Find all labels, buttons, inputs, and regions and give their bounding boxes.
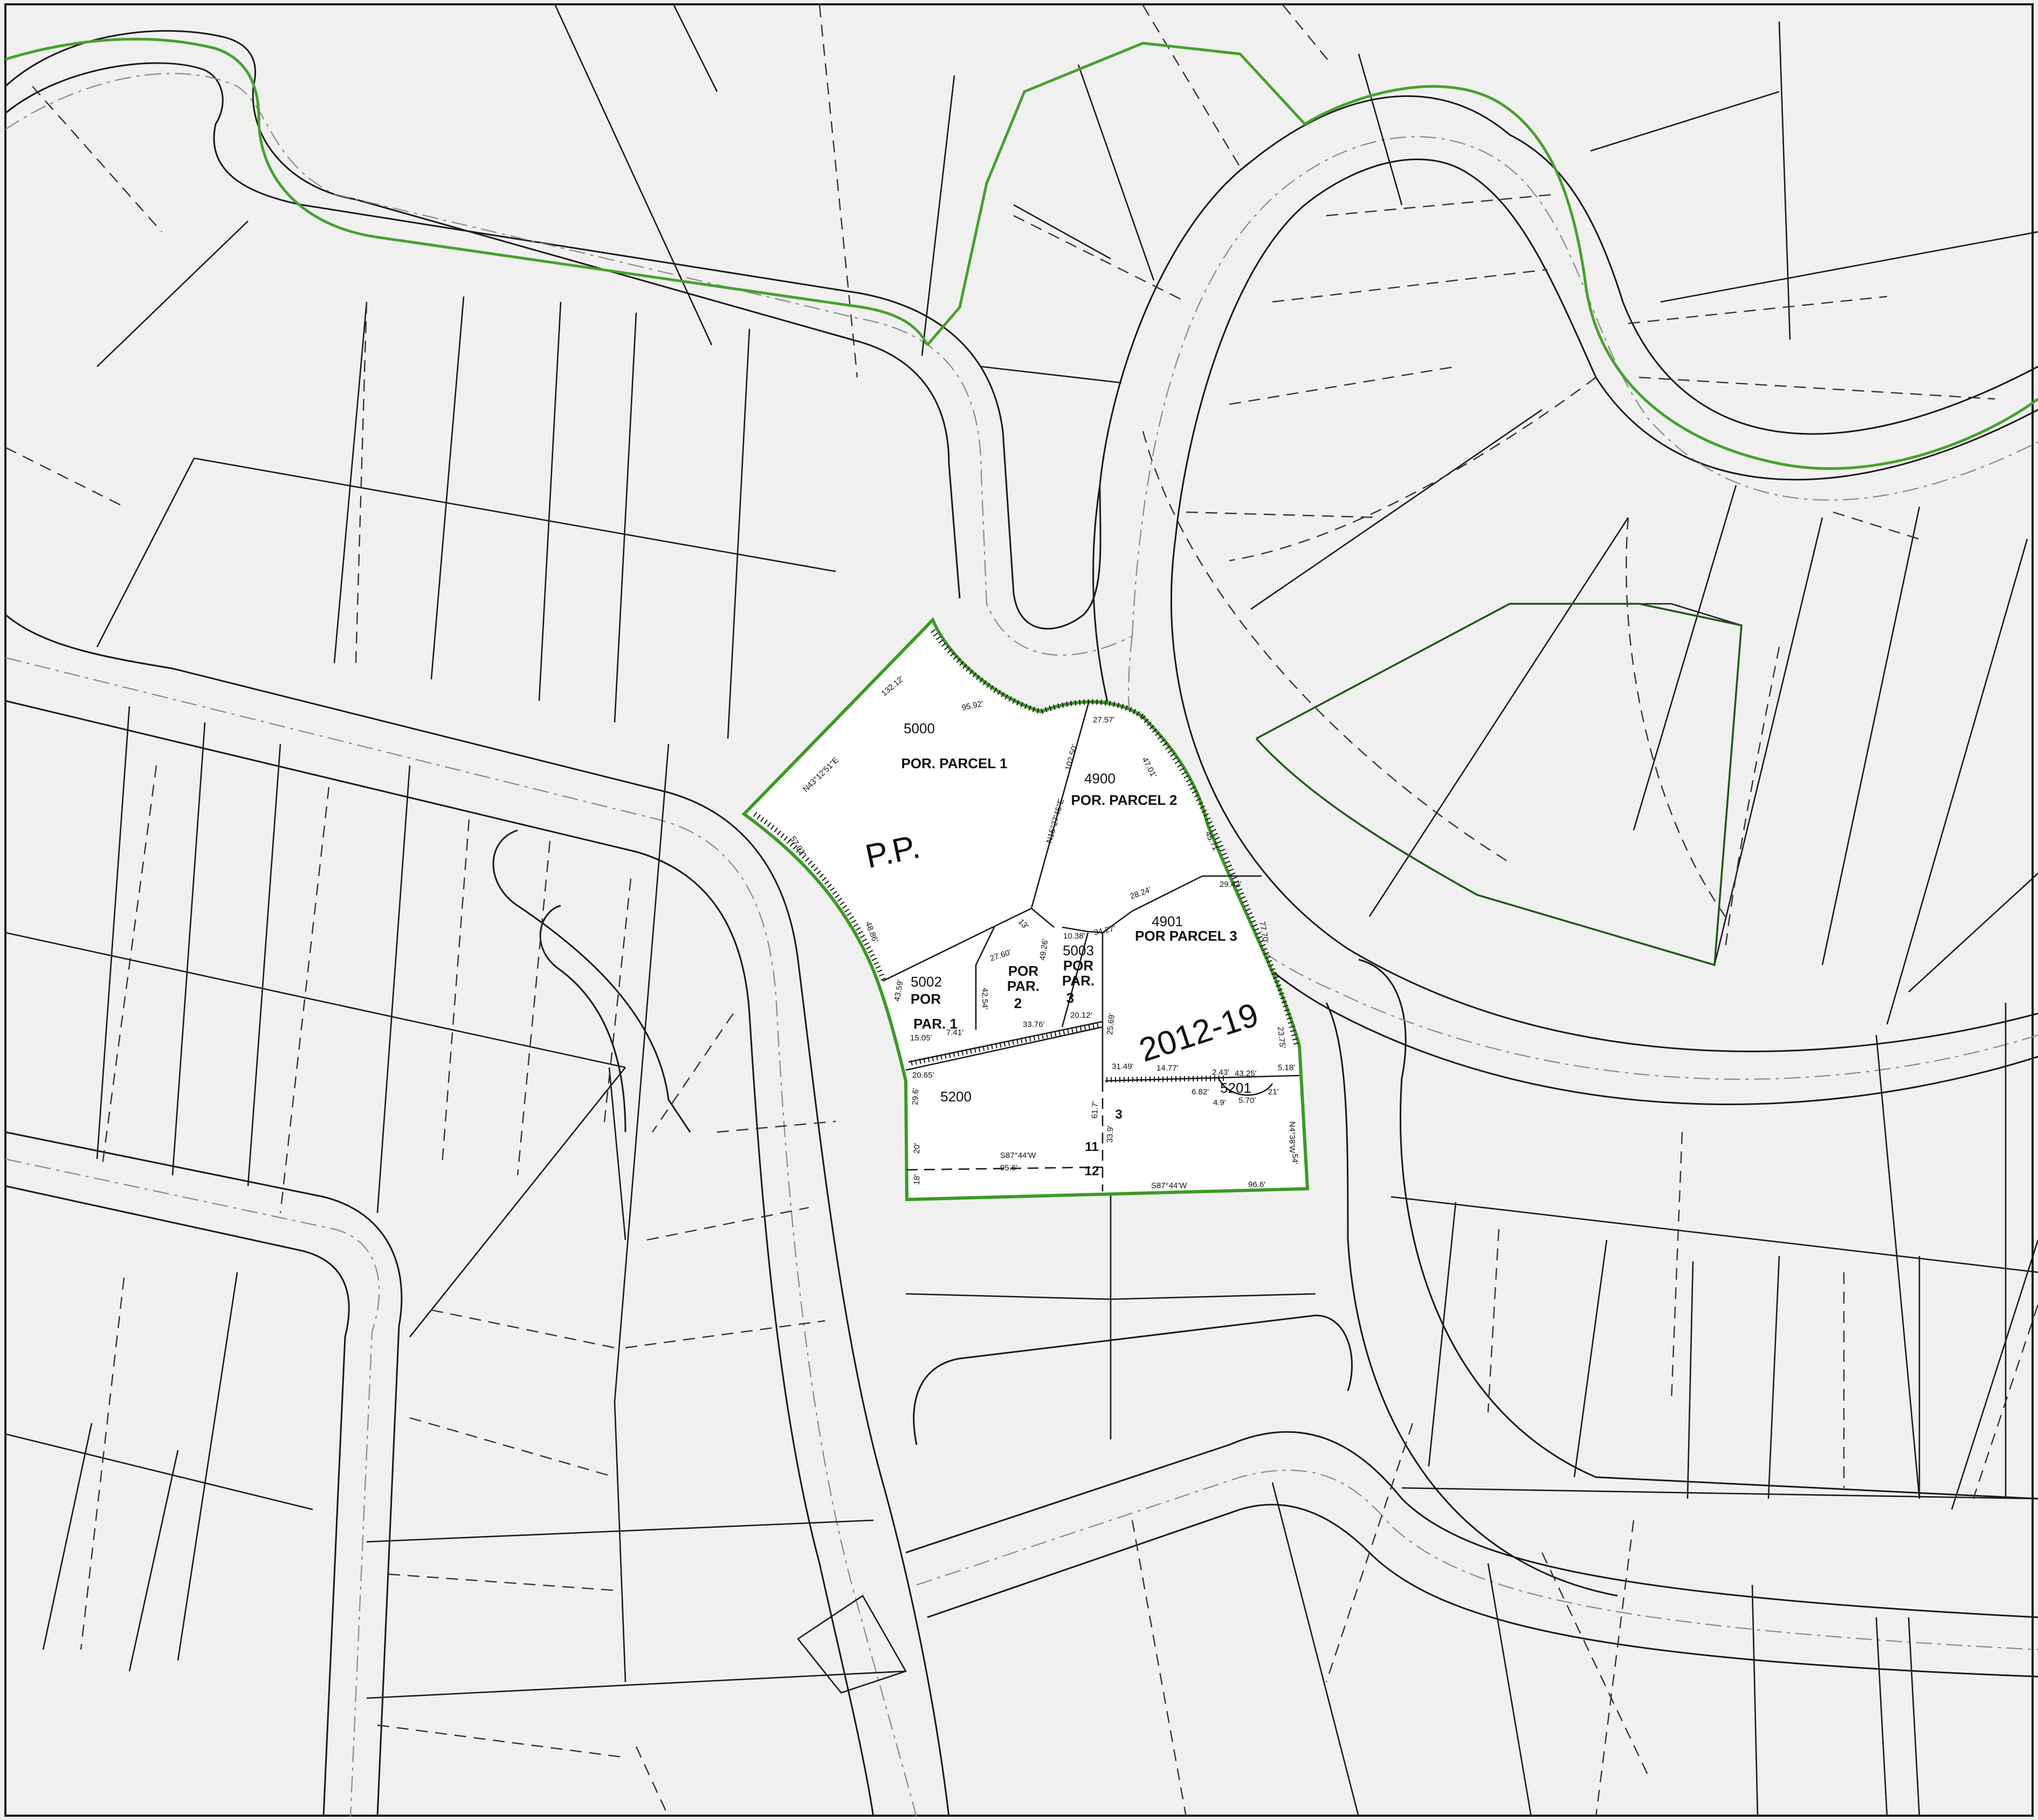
- parcel-number-4900: 4900: [1084, 770, 1116, 787]
- dim-label: 61.7': [1090, 1101, 1100, 1119]
- street-centerlines: [5, 73, 2038, 1817]
- lot-lines: [5, 5, 2038, 1817]
- dim-label: 21': [1268, 1087, 1279, 1097]
- dim-label: N4°38'W: [1287, 1121, 1297, 1154]
- dim-label: 20.12': [1070, 1011, 1092, 1020]
- parcel-desc-5002-b: PAR. 1: [913, 1016, 958, 1032]
- dim-label: 33.9': [1105, 1125, 1115, 1143]
- dim-label: S87°44'W: [1000, 1151, 1036, 1160]
- dim-label: 29.42': [1220, 880, 1242, 889]
- parcel-desc-4901: POR PARCEL 3: [1135, 928, 1237, 944]
- parcel-number-5002: 5002: [911, 974, 942, 990]
- dim-label: 43.59': [892, 979, 905, 1002]
- dim-label: 10.38': [1063, 932, 1085, 941]
- dashed-lot-lines: [5, 5, 2038, 1817]
- dim-label: 29.6': [911, 1087, 920, 1105]
- por-par-2-b: PAR.: [1007, 978, 1039, 994]
- dim-label: 27.57': [1093, 715, 1115, 725]
- dim-label: 5.70': [1238, 1096, 1256, 1105]
- dim-label: S87°44'W: [1151, 1181, 1187, 1190]
- parcel-number-5201: 5201: [1220, 1080, 1251, 1096]
- dim-label: 77.70': [1257, 921, 1270, 944]
- lot-number-3: 3: [1115, 1107, 1122, 1122]
- dim-label: 33.76': [1023, 1020, 1045, 1029]
- dim-label: 96.6': [1248, 1180, 1265, 1189]
- dim-label: 7.41': [946, 1028, 963, 1037]
- parcel-number-5003: 5003: [1063, 942, 1094, 959]
- green-boundary: [5, 38, 2038, 967]
- dim-label: 4.9': [1213, 1098, 1226, 1107]
- dim-label: 25.69': [1105, 1012, 1117, 1035]
- por-par-2-c: 2: [1014, 995, 1022, 1011]
- dim-label: 23.75': [1276, 1026, 1287, 1049]
- por-par-2-a: POR: [1008, 963, 1039, 979]
- lot-number-12: 12: [1085, 1164, 1099, 1178]
- parcel-number-5000: 5000: [904, 720, 935, 736]
- dim-label: 49.26': [1038, 938, 1050, 961]
- parcel-labels: 5000 POR. PARCEL 1 P.P. 4900 POR. PARCEL…: [862, 720, 1263, 1178]
- lot-number-11: 11: [1085, 1140, 1098, 1154]
- por-par-3-c: 3: [1066, 990, 1074, 1006]
- dim-label: 2.43': [1212, 1068, 1229, 1077]
- dim-label: 54': [1290, 1154, 1299, 1164]
- subject-parcels: [741, 617, 1310, 1202]
- dim-label: 5.18': [1278, 1063, 1295, 1072]
- subject-outline: [741, 617, 1310, 1202]
- dim-label: 42.54': [980, 988, 989, 1010]
- por-par-3-b: PAR.: [1062, 973, 1094, 989]
- street-network: [4, 30, 2038, 1817]
- dim-label: 95.6': [1000, 1163, 1017, 1173]
- dim-label: 43.25': [1235, 1069, 1257, 1078]
- por-par-3-a: POR: [1063, 957, 1094, 974]
- dim-label: 6.82': [1192, 1087, 1209, 1097]
- parcel-desc-4900: POR. PARCEL 2: [1071, 792, 1178, 808]
- dim-label: 14.77': [1156, 1064, 1179, 1073]
- dim-label: 20.65': [912, 1071, 934, 1080]
- dim-label: 18': [912, 1174, 922, 1185]
- dim-label: 20': [912, 1143, 922, 1154]
- map-frame: [4, 3, 2034, 1817]
- dim-label: 15.05': [910, 1033, 932, 1043]
- parcel-desc-5002-a: POR: [911, 991, 941, 1007]
- parcel-number-4901: 4901: [1152, 913, 1183, 929]
- parcel-desc-5000: POR. PARCEL 1: [901, 755, 1008, 771]
- parcel-number-5200: 5200: [940, 1088, 972, 1105]
- dim-label: 31.49': [1112, 1062, 1134, 1071]
